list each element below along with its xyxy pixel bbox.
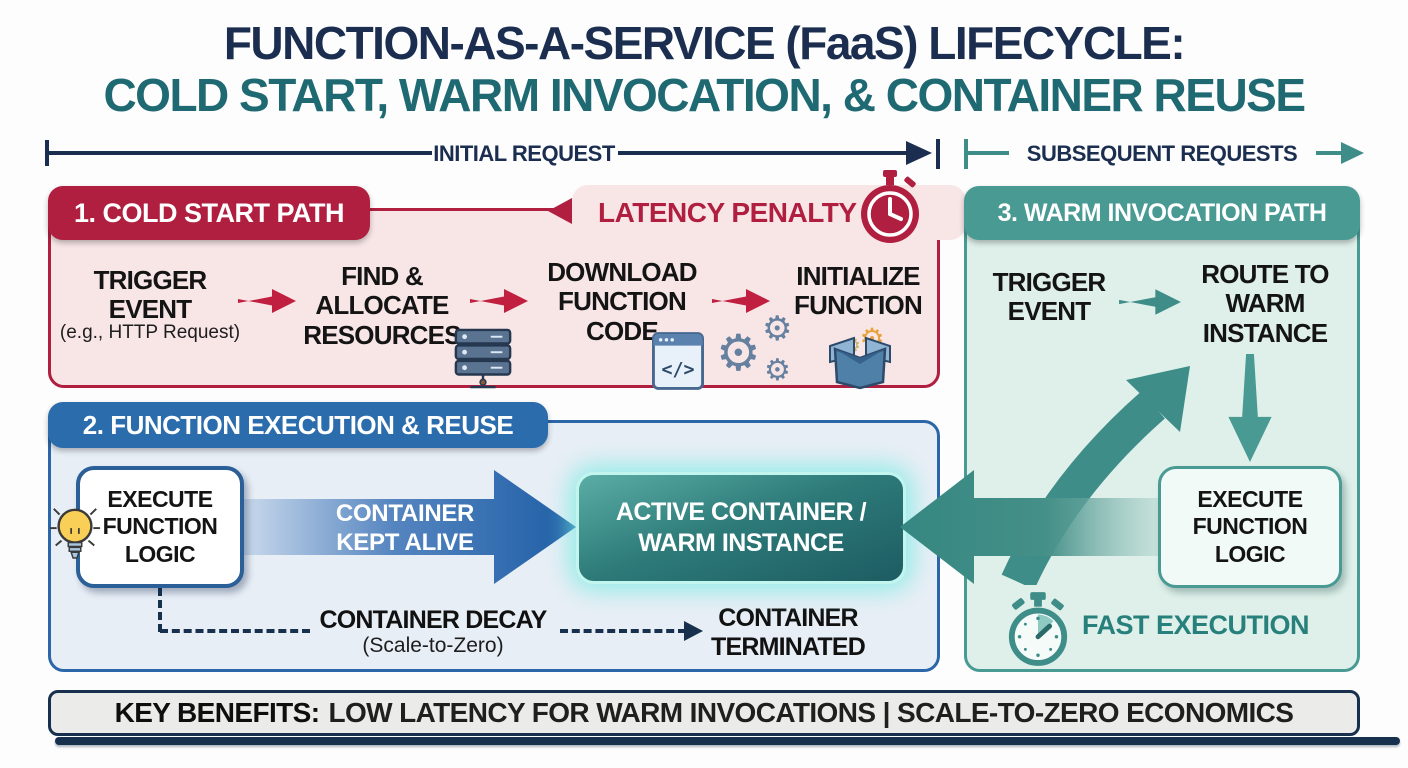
code-glyph: </> (661, 359, 694, 380)
warm-trigger-step: TRIGGER EVENT (992, 267, 1107, 327)
decay-line-vertical (158, 588, 162, 632)
kept-alive-label: CONTAINER KEPT ALIVE (335, 500, 475, 556)
latency-stopwatch-icon (861, 170, 919, 243)
cold-arrow-2-icon (470, 289, 528, 313)
page-title: FUNCTION-AS-A-SERVICE (FaaS) LIFECYCLE: (223, 17, 1186, 69)
timeline-end-bar (936, 139, 940, 169)
lightbulb-icon (49, 508, 101, 559)
decay-arrowhead-icon (684, 621, 703, 641)
key-benefits-bar: KEY BENEFITS: LOW LATENCY FOR WARM INVOC… (48, 690, 1360, 736)
trigger-event-subtitle: (e.g., HTTP Request) (59, 322, 241, 343)
warm-arrow-icon (1119, 289, 1181, 315)
latency-arrowhead-icon (548, 198, 572, 224)
initialize-function-step: INITIALIZE FUNCTION (794, 261, 923, 321)
reuse-diagonal-arrow-icon (1001, 366, 1190, 585)
bottom-divider-bar (55, 737, 1400, 745)
warm-header: 3. WARM INVOCATION PATH (964, 186, 1360, 240)
cold-arrow-3-icon (712, 289, 770, 313)
gear-icon: ⚙ (762, 309, 793, 349)
timeline-initial-label: INITIAL REQUEST (433, 141, 615, 166)
open-box-icon: ⚙ ⚙ (829, 322, 891, 390)
timeline-line-left (47, 151, 432, 155)
gear-icon: ⚙ (764, 353, 791, 388)
page-subtitle: COLD START, WARM INVOCATION, & CONTAINER… (103, 69, 1306, 121)
code-window-icon: </> (652, 332, 704, 390)
fast-execution-label: FAST EXECUTION (1082, 610, 1310, 640)
decay-arrow-line (560, 629, 686, 633)
server-rack-icon (454, 328, 512, 389)
decay-line-horizontal (160, 629, 310, 633)
active-container-box: ACTIVE CONTAINER / WARM INSTANCE (576, 472, 906, 584)
warm-return-arrow-icon (900, 470, 1166, 584)
timeline-subsequent-label: SUBSEQUENT REQUESTS (1026, 141, 1298, 166)
timeline-arrowhead-icon (906, 141, 932, 165)
gear-icon: ⚙ (716, 324, 761, 382)
timeline-line-teal (967, 151, 1009, 155)
container-decay-label: CONTAINER DECAY (319, 606, 548, 634)
allocate-resources-step: FIND & ALLOCATE RESOURCES (303, 261, 461, 350)
route-to-warm-step: ROUTE TO WARM INSTANCE (1201, 259, 1329, 348)
key-benefits-text: LOW LATENCY FOR WARM INVOCATIONS | SCALE… (328, 697, 1294, 728)
cold-arrow-1-icon (238, 289, 296, 313)
scale-to-zero-label: (Scale-to-Zero) (362, 634, 504, 657)
execution-header: 2. FUNCTION EXECUTION & REUSE (48, 402, 548, 448)
kept-alive-arrow-icon (244, 470, 576, 584)
warm-panel (964, 208, 1360, 672)
download-code-step: DOWNLOAD FUNCTION CODE (547, 257, 697, 346)
timeline-subsequent-bar (964, 139, 968, 169)
fast-stopwatch-icon (1008, 592, 1068, 666)
container-terminated-label: CONTAINER TERMINATED (710, 604, 866, 661)
trigger-event-step: TRIGGER EVENT (93, 265, 208, 325)
gears-cluster-icon: ⚙ ⚙ ⚙ (716, 312, 802, 392)
warm-execute-function-box: EXECUTE FUNCTION LOGIC (1158, 466, 1342, 588)
subsequent-arrowhead-icon (1341, 142, 1364, 164)
timeline-line-mid (618, 151, 906, 155)
route-down-arrow-icon (1228, 354, 1272, 462)
cold-start-header: 1. COLD START PATH (48, 186, 370, 240)
timeline-line-teal-end (1316, 151, 1344, 155)
key-benefits-prefix: KEY BENEFITS: (114, 697, 320, 728)
